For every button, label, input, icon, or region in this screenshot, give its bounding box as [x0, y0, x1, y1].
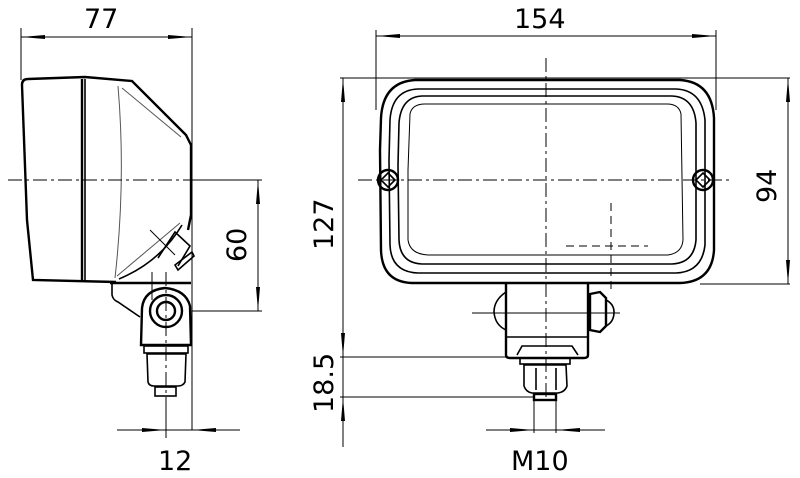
screw-drive-icon: [379, 171, 397, 189]
arrow-icon: [256, 180, 260, 204]
dim-label-127: 127: [309, 198, 340, 250]
dim-label-77: 77: [84, 4, 118, 35]
front-view: 154: [309, 4, 790, 477]
arrow-icon: [341, 397, 345, 421]
arrow-icon: [692, 34, 716, 38]
bracket-knuckle: [139, 286, 193, 347]
dim-label-12: 12: [158, 446, 192, 477]
dim-label-94: 94: [752, 169, 783, 203]
housing-inner-line: [121, 87, 182, 138]
pivot-nut-right: [588, 290, 608, 334]
cable-gland-end: [173, 250, 195, 272]
arrow-icon: [192, 428, 216, 432]
screw-drive-icon: [694, 171, 712, 189]
bolt-end: [532, 392, 558, 402]
pivot-bolt-end: [605, 299, 615, 327]
lens-curve: [114, 85, 122, 279]
housing-bottom-curve: [118, 224, 183, 280]
pivot-head-left: [493, 291, 507, 331]
arrow-icon: [142, 428, 166, 432]
housing-front-edge: [20, 84, 117, 284]
bracket: [504, 284, 590, 360]
arrow-icon: [341, 78, 345, 102]
arrow-icon: [376, 34, 400, 38]
arrow-icon: [21, 35, 45, 39]
dim-label-m10: M10: [511, 446, 569, 477]
dim-label-18-5: 18.5: [309, 353, 340, 413]
bezel-outer: [388, 88, 706, 274]
dim-label-60: 60: [222, 228, 253, 262]
bezel-inner: [397, 95, 697, 265]
nut: [146, 353, 187, 387]
bracket-base: [516, 345, 579, 356]
arrow-icon: [556, 428, 580, 432]
housing-outline: [20, 75, 193, 231]
arrow-icon: [256, 287, 260, 311]
lens: [407, 103, 684, 256]
arrow-icon: [786, 78, 790, 102]
bolt-end: [154, 386, 177, 397]
housing-bottom-inner: [116, 222, 181, 277]
arrow-icon: [168, 35, 192, 39]
nut: [523, 364, 568, 394]
arrow-icon: [786, 260, 790, 284]
cable-gland: [157, 230, 192, 267]
cross-mark: [149, 229, 176, 256]
dim-label-154: 154: [514, 4, 566, 35]
side-view: 77 60: [8, 4, 262, 477]
arrow-icon: [341, 333, 345, 357]
washer: [519, 357, 571, 365]
housing-outer: [378, 78, 716, 285]
arrow-icon: [510, 428, 534, 432]
bracket-edge: [111, 284, 141, 318]
